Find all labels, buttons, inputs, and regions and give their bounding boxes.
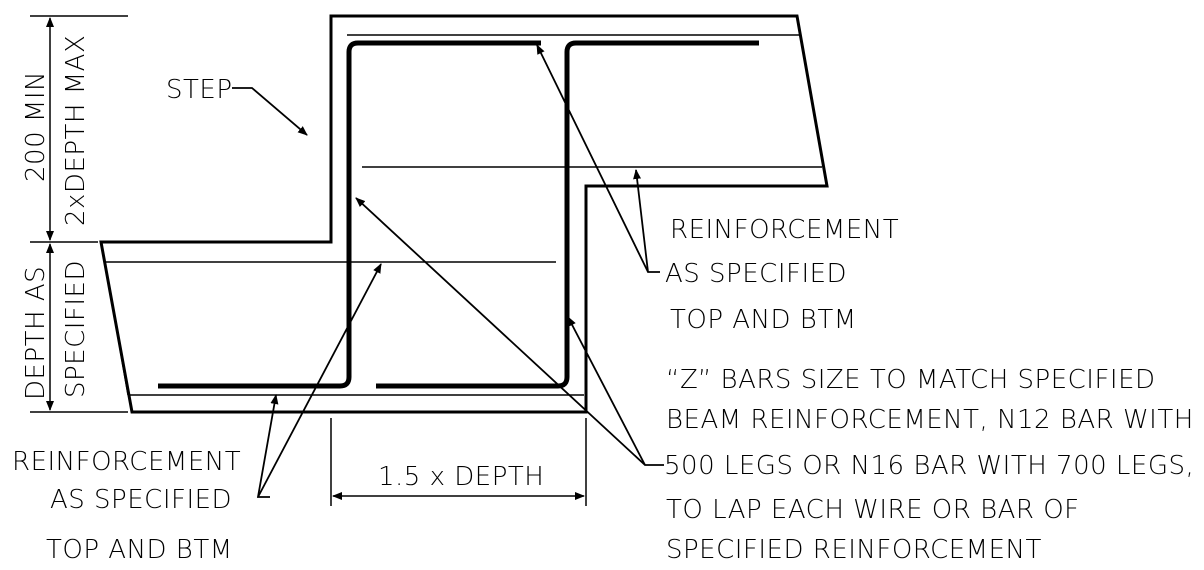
- left-note-leader-b: [257, 263, 382, 498]
- dim-depth-as-label: DEPTH AS: [21, 266, 51, 400]
- z-note-line-2: BEAM REINFORCEMENT, N12 BAR WITH: [666, 405, 1194, 435]
- dim-horizontal-label: 1.5 x DEPTH: [378, 462, 544, 492]
- step-label: STEP: [166, 75, 233, 105]
- right-note-leader-a: [536, 44, 660, 273]
- z-bar-left: [158, 40, 541, 389]
- beam-outline-upper: [99, 14, 829, 414]
- left-note-line-3: TOP AND BTM: [46, 535, 233, 565]
- z-note-line-5: SPECIFIED REINFORCEMENT: [666, 535, 1042, 565]
- z-note-leader-b: [567, 316, 646, 466]
- left-note-line-2: AS SPECIFIED: [50, 485, 232, 515]
- z-note-line-3: 500 LEGS OR N16 BAR WITH 700 LEGS,: [664, 451, 1194, 481]
- step-leader: [232, 87, 308, 136]
- cover-edge-lower-left: [104, 261, 129, 396]
- right-note-line-3: TOP AND BTM: [670, 305, 857, 335]
- left-note-line-1: REINFORCEMENT: [12, 447, 241, 477]
- z-note-line-1: “Z” BARS SIZE TO MATCH SPECIFIED: [666, 365, 1156, 395]
- dim-200-min-label: 200 MIN: [21, 71, 51, 182]
- dim-2x-depth-max-label: 2xDEPTH MAX: [61, 35, 91, 226]
- z-note-leader-a: [355, 197, 664, 466]
- right-note-leader-b: [633, 169, 649, 273]
- right-note-line-1: REINFORCEMENT: [670, 215, 899, 245]
- z-note-line-4: TO LAP EACH WIRE OR BAR OF: [666, 495, 1080, 525]
- right-note-line-2: AS SPECIFIED: [665, 259, 847, 289]
- dim-specified-label: SPECIFIED: [61, 260, 91, 398]
- z-bar-right: [376, 40, 759, 389]
